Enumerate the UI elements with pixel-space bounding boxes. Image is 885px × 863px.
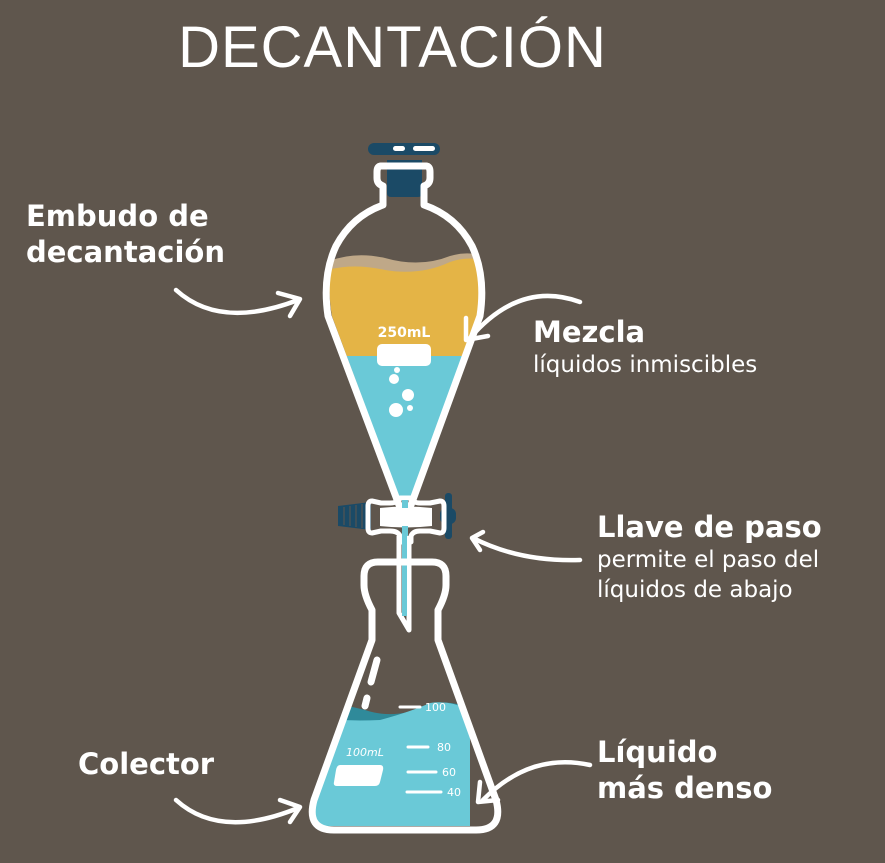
stopcock-handle (338, 502, 371, 530)
funnel-label-box (377, 344, 431, 366)
graduation-100: 100 (425, 701, 446, 714)
flask-label-box (333, 765, 384, 786)
separatory-funnel: 250mL (322, 143, 486, 509)
graduation-80: 80 (437, 741, 451, 754)
dense-liquid-label: Líquido más denso (597, 735, 773, 805)
mixture-label: Mezcla líquidos inmiscibles (533, 315, 758, 378)
mixture-arrow-icon (463, 293, 583, 343)
funnel-outline (322, 162, 486, 509)
flask-volume-label: 100mL (346, 746, 384, 759)
funnel-arrow-icon (173, 287, 303, 319)
collector-label: Colector (78, 747, 215, 781)
dense-liquid-arrow-icon (475, 760, 593, 805)
collector-arrow-icon (173, 797, 303, 825)
page-title: DECANTACIÓN (178, 15, 607, 80)
stopcock-barrel (380, 506, 432, 528)
erlenmeyer-flask: 100 80 60 40 100mL (308, 558, 502, 834)
stopcock (338, 493, 456, 545)
stopcock-label: Llave de paso permite el paso del líquid… (597, 510, 822, 603)
graduation-40: 40 (447, 786, 461, 799)
funnel-volume-label: 250mL (378, 325, 431, 341)
oil-layer (329, 258, 482, 356)
funnel-label: Embudo de decantación (26, 199, 225, 269)
dense-liquid (311, 702, 470, 826)
water-layer (329, 356, 482, 500)
funnel-stem (396, 536, 412, 633)
flask-outline (308, 558, 502, 834)
stopcock-arrow-icon (469, 529, 583, 563)
graduation-60: 60 (442, 766, 456, 779)
